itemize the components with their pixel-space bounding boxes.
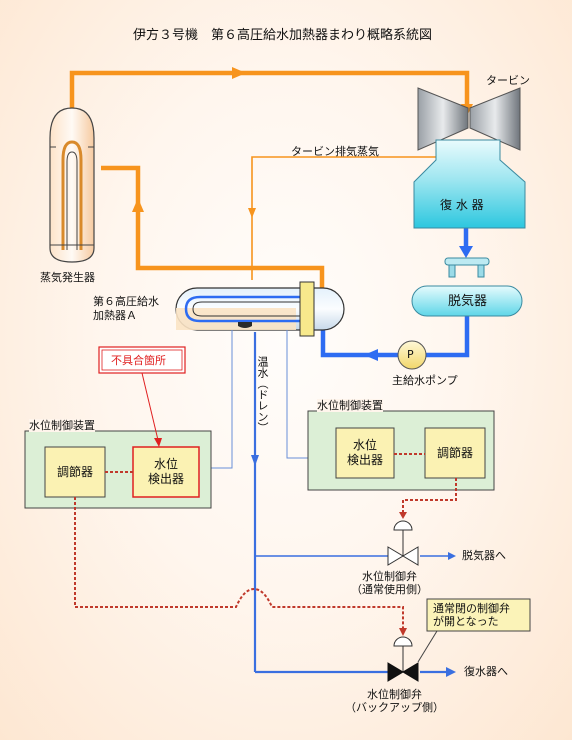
heater-tube-inner bbox=[192, 301, 302, 317]
steam-generator-label: 蒸気発生器 bbox=[40, 271, 95, 284]
callout-box bbox=[426, 598, 531, 632]
signal-left bbox=[74, 497, 404, 632]
valve-backup-label: 水位制御弁 （バックアップ側） bbox=[345, 688, 444, 714]
valve-backup-actuator bbox=[393, 636, 413, 647]
valve-normal-label: 水位制御弁 （通常使用側） bbox=[351, 570, 428, 596]
condenser-body bbox=[413, 139, 526, 229]
heater-tube-sheet bbox=[299, 281, 315, 337]
detector-box-right bbox=[335, 427, 395, 479]
detector-box-left bbox=[132, 446, 200, 498]
controller-left-label: 調節器 bbox=[56, 464, 93, 479]
heater-a-label: 第６高圧給水 加熱器Ａ bbox=[93, 295, 159, 322]
condensate-arrow bbox=[459, 246, 473, 258]
steam-arrow-right bbox=[232, 67, 246, 79]
feedwater-arrow-left bbox=[364, 349, 378, 361]
feedwater-to-sg-line bbox=[101, 165, 325, 288]
diagram-title: 伊方３号機 第６高圧給水加熱器まわり概略系統図 bbox=[133, 28, 433, 43]
valve-backup-body-right bbox=[402, 662, 419, 682]
control-unit-left-label: 水位制御装置 bbox=[29, 419, 95, 432]
deaerator-body bbox=[411, 285, 523, 317]
callout-text: 通常閉の制御弁 が開となった bbox=[433, 602, 510, 628]
sg-tube-outer bbox=[61, 140, 83, 250]
exhaust-arrow bbox=[248, 208, 256, 218]
main-feed-pump-symbol bbox=[397, 340, 427, 370]
deaerator-label: 脱気器 bbox=[448, 294, 488, 309]
valve-backup-body-left bbox=[387, 662, 404, 682]
to-condenser-label: 復水器へ bbox=[464, 665, 508, 678]
defect-label-box bbox=[98, 346, 186, 374]
signal-right bbox=[402, 478, 457, 516]
controller-right-label: 調節器 bbox=[436, 445, 473, 460]
valve-normal-actuator bbox=[393, 520, 413, 531]
deaerator-outlet-line bbox=[426, 316, 470, 358]
heater-tube-outer bbox=[184, 295, 302, 323]
turbine-label: タービン bbox=[486, 74, 530, 87]
steam-generator-shell bbox=[49, 107, 95, 263]
condenser-label: 復 水 器 bbox=[440, 198, 484, 212]
detector-left-label: 水位 検出器 bbox=[147, 457, 184, 486]
turbine-exhaust-line bbox=[251, 138, 442, 280]
main-steam-line bbox=[69, 70, 470, 118]
detector-right-label: 水位 検出器 bbox=[346, 438, 383, 467]
defect-label: 不具合箇所 bbox=[111, 354, 166, 367]
control-unit-right-label: 水位制御装置 bbox=[317, 399, 383, 412]
turbine-left-half bbox=[417, 87, 469, 151]
valve-normal-body-left bbox=[387, 546, 404, 566]
turbine-exhaust-label: タービン排気蒸気 bbox=[291, 145, 379, 158]
feedwater-arrow-up bbox=[132, 198, 144, 212]
drain-label: 温水（ドレン） bbox=[256, 356, 269, 433]
sg-tube-inner bbox=[66, 151, 78, 250]
valve-normal-body-right bbox=[402, 546, 419, 566]
main-feed-pump-label: 主給水ポンプ bbox=[392, 374, 458, 387]
pump-discharge-line bbox=[320, 330, 398, 358]
deaerator-top-drum bbox=[444, 257, 490, 266]
controller-box-right bbox=[424, 427, 486, 479]
to-deaerator-label: 脱気器へ bbox=[462, 549, 506, 562]
pump-letter: P bbox=[407, 348, 414, 361]
turbine-right-half bbox=[469, 87, 521, 151]
